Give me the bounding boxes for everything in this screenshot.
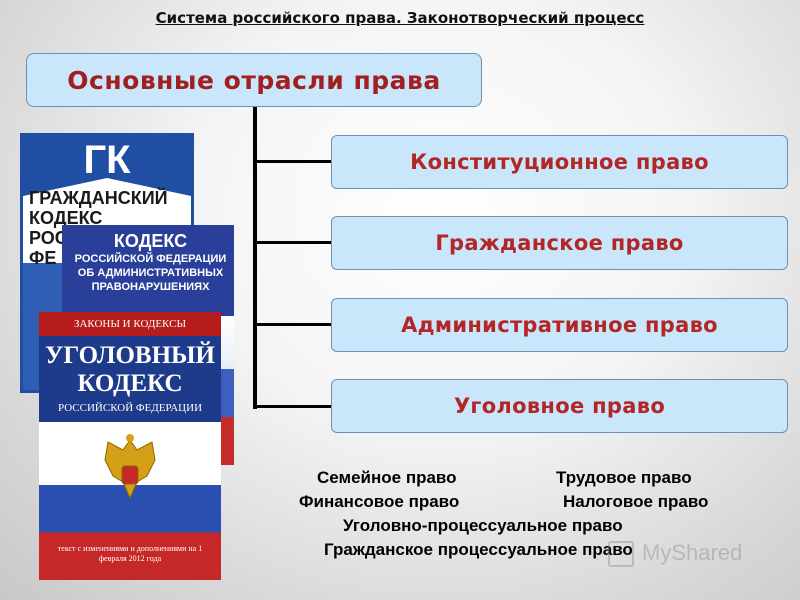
branch-civil-law: Гражданское право [331,216,788,270]
admin-code-title: КОДЕКС РОССИЙСКОЙ ФЕДЕРАЦИИ ОБ АДМИНИСТР… [68,231,233,294]
watermark-text: MyShared [642,540,743,565]
branch-constitutional-law: Конституционное право [331,135,788,189]
connector-branch-1 [253,160,331,163]
criminal-code-title: УГОЛОВНЫЙ КОДЕКС [39,342,221,398]
watermark-logo: MyShared [608,540,788,570]
connector-trunk [253,107,257,409]
other-branch-labor-law: Трудовое право [556,468,692,487]
connector-branch-2 [253,241,331,244]
criminal-code-series: ЗАКОНЫ И КОДЕКСЫ [39,312,221,336]
admin-code-line: ПРАВОНАРУШЕНИЯХ [91,281,210,293]
other-branch-criminal-procedure-law: Уголовно-процессуальное право [343,516,623,535]
watermark-icon [608,541,634,568]
admin-code-line: РОССИЙСКОЙ ФЕДЕРАЦИИ [74,253,227,265]
other-branches-row: Уголовно-процессуальное право [280,514,780,538]
civil-code-line: ФЕ [29,248,57,268]
civil-code-line: ГРАЖДАНСКИЙ [29,188,168,208]
criminal-code-subtitle: РОССИЙСКОЙ ФЕДЕРАЦИИ [57,402,203,414]
criminal-code-footer: текст с изменениями и дополнениями на 1 … [57,544,203,563]
admin-code-heading: КОДЕКС [113,231,188,251]
other-branch-civil-procedure-law: Гражданское процессуальное право [324,540,633,559]
criminal-code-title-line: КОДЕКС [77,370,183,397]
other-branches-row: Семейное право Трудовое право [280,466,780,490]
criminal-code-book-image: ЗАКОНЫ И КОДЕКСЫ УГОЛОВНЫЙ КОДЕКС РОССИЙ… [39,312,221,580]
branch-criminal-law: Уголовное право [331,379,788,433]
branch-administrative-law: Административное право [331,298,788,352]
other-branch-financial-law: Финансовое право [299,492,460,511]
civil-code-badge: ГК [83,138,131,182]
slide-title: Система российского права. Законотворчес… [155,9,645,27]
criminal-code-title-line: УГОЛОВНЫЙ [44,342,216,369]
admin-code-line: ОБ АДМИНИСТРАТИВНЫХ [77,267,224,279]
other-branches-row: Финансовое право Налоговое право [280,490,780,514]
other-branches-list: Семейное право Трудовое право Финансовое… [280,466,780,562]
double-headed-eagle-icon [104,434,156,500]
connector-branch-3 [253,323,331,326]
other-branch-family-law: Семейное право [317,468,457,487]
other-branch-tax-law: Налоговое право [563,492,709,511]
main-branches-box: Основные отрасли права [26,53,482,107]
civil-code-line: КОДЕКС [29,208,103,228]
other-branches-row: Гражданское процессуальное право [280,538,780,562]
connector-branch-4 [253,405,331,408]
